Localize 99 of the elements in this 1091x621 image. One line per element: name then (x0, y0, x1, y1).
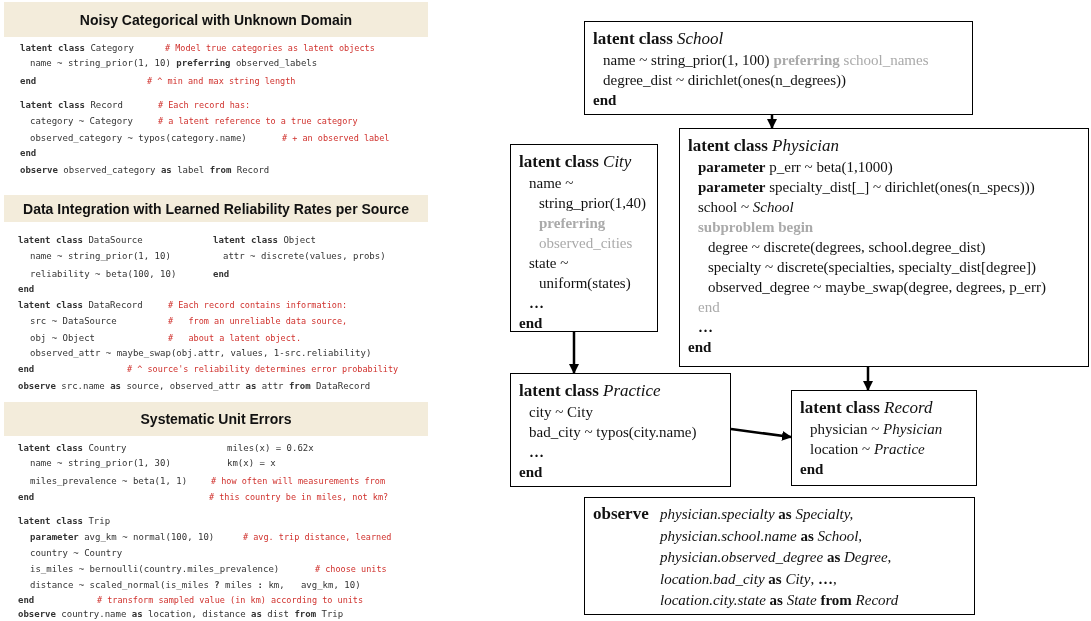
code-line: observed_category ~ typos(category.name) (30, 132, 247, 144)
code-line: subproblem begin (697, 218, 814, 237)
code-comment: # Each record contains information: (168, 299, 348, 311)
code-line: observed_cities (538, 234, 633, 253)
code-comment: # how often will measurements from (211, 475, 385, 487)
arrow (863, 367, 873, 391)
code-line: end (20, 75, 37, 87)
code-line: latent class Record (20, 99, 123, 111)
code-line: name ~ (528, 174, 574, 193)
section-header (4, 2, 428, 37)
class-box (510, 373, 731, 487)
code-comment: # a latent reference to a true category (158, 115, 358, 127)
code-line: end (18, 363, 35, 375)
code-line: is_miles ~ bernoulli(country.miles_prevalence) (30, 563, 280, 575)
code-line: attr ~ discrete(values, probs) (223, 250, 386, 262)
code-comment: # ^ source's reliability determines error probability (127, 363, 399, 375)
section-title: Systematic Unit Errors (140, 411, 292, 427)
code-line: city ~ City (528, 403, 593, 422)
code-line: obj ~ Object (30, 332, 96, 344)
code-line: observe src.name as source, observed_attr as attr from DataRecord (18, 380, 371, 392)
code-line: km(x) = x (227, 457, 276, 469)
code-comment: # + an observed label (282, 132, 390, 144)
class-heading: latent class City (519, 151, 632, 173)
code-line: parameter avg_km ~ normal(100, 10) (30, 531, 215, 543)
class-heading: latent class Practice (519, 380, 661, 402)
class-box (510, 144, 658, 332)
arrow (730, 427, 792, 441)
code-comment: # from an unreliable data source, (168, 315, 348, 327)
code-line: end (688, 338, 712, 357)
code-line: physician ~ Physician (809, 420, 943, 439)
code-line: parameter p_err ~ beta(1,1000) (697, 158, 893, 177)
code-comment: # choose units (315, 563, 387, 575)
code-line: location.city.state as State from Record (660, 591, 899, 610)
code-line: latent class Object (213, 234, 316, 246)
section-title: Noisy Categorical with Unknown Domain (79, 11, 353, 28)
code-line: observed_degree ~ maybe_swap(degree, degrees, p_err) (707, 278, 1046, 297)
code-line: state ~ (528, 254, 569, 273)
section-header (4, 402, 428, 436)
code-line: miles_prevalence ~ beta(1, 1) (30, 475, 188, 487)
arrow (767, 115, 777, 129)
code-line: name ~ string_prior(1, 10) (30, 250, 171, 262)
code-line: … (697, 318, 713, 337)
code-line: end (697, 298, 720, 317)
code-line: end (593, 91, 617, 110)
observe-box (584, 497, 975, 615)
code-line: name ~ string_prior(1, 100) preferring school_names (602, 51, 929, 70)
code-line: degree_dist ~ dirichlet(ones(n_degrees)) (602, 71, 847, 90)
code-line: end (800, 460, 824, 479)
code-comment: # avg. trip distance, learned (243, 531, 392, 543)
code-line: school ~ School (697, 198, 794, 217)
section-title: Data Integration with Learned Reliability Rates per Source (23, 200, 409, 217)
code-comment: # Each record has: (158, 99, 251, 111)
code-line: end (18, 283, 35, 295)
code-line: end (18, 594, 35, 606)
code-line: latent class DataSource (18, 234, 143, 246)
code-line: reliability ~ beta(100, 10) (30, 268, 177, 280)
code-line: name ~ string_prior(1, 10) preferring observed_labels (30, 57, 318, 69)
class-box (791, 390, 977, 486)
class-box (584, 21, 973, 115)
code-line: country ~ Country (30, 547, 123, 559)
code-line: physician.observed_degree as Degree, (660, 548, 892, 567)
code-line: latent class Trip (18, 515, 111, 527)
code-line: location.bad_city as City, …, (660, 569, 837, 589)
code-line: specialty ~ discrete(specialties, specialty_dist[degree]) (707, 258, 1036, 277)
code-line: observe country.name as location, distance as dist from Trip (18, 608, 344, 620)
code-line: end (519, 314, 543, 333)
section-header (4, 195, 428, 222)
code-line: category ~ Category (30, 115, 133, 127)
code-line: parameter specialty_dist[_] ~ dirichlet(ones(n_specs))) (697, 178, 1035, 197)
code-line: bad_city ~ typos(city.name) (528, 423, 697, 442)
code-line: string_prior(1,40) (538, 194, 647, 213)
code-line: src ~ DataSource (30, 315, 117, 327)
code-line: observed_attr ~ maybe_swap(obj.attr, values, 1-src.reliability) (30, 347, 372, 359)
code-line: uniform(states) (538, 274, 631, 293)
code-comment: # this country be in miles, not km? (209, 491, 389, 503)
code-line: end (18, 491, 35, 503)
code-line: physician.school.name as School, (660, 526, 863, 546)
code-line: observe observed_category as label from Record (20, 164, 270, 176)
code-line: end (20, 147, 37, 159)
class-heading: latent class Physician (688, 135, 840, 157)
code-line: … (528, 443, 544, 462)
class-box (679, 128, 1089, 367)
code-line: location ~ Practice (809, 440, 925, 459)
code-line: end (519, 463, 543, 482)
keyword: observe (593, 503, 649, 525)
code-line: physician.specialty as Specialty, (660, 505, 854, 524)
class-heading: latent class School (593, 28, 724, 50)
arrow (569, 332, 579, 374)
code-comment: # transform sampled value (in km) according to units (97, 594, 364, 606)
code-line: degree ~ discrete(degrees, school.degree_dist) (707, 238, 986, 257)
code-line: name ~ string_prior(1, 30) (30, 457, 171, 469)
class-heading: latent class Record (800, 397, 933, 419)
code-line: preferring (538, 214, 606, 233)
code-line: latent class DataRecord (18, 299, 143, 311)
code-line: … (528, 294, 544, 313)
code-comment: # about a latent object. (168, 332, 302, 344)
code-line: end (213, 268, 230, 280)
code-comment: # ^ min and max string length (147, 75, 296, 87)
code-line: distance ~ scaled_normal(is_miles ? miles : km, avg_km, 10) (30, 579, 361, 591)
